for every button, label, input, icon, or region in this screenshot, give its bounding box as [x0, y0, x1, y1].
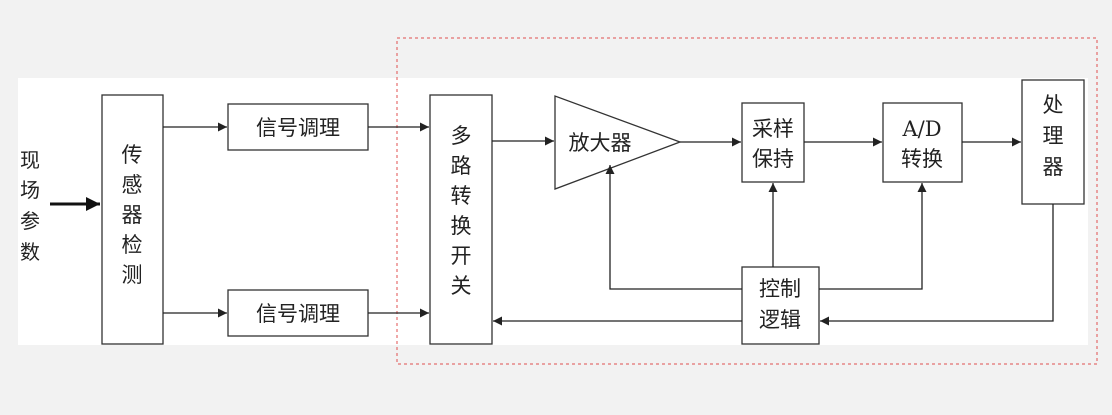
arrow-control-to-ad	[819, 183, 927, 290]
multiplexer-label-char: 转	[451, 184, 472, 208]
input-label-char: 场	[20, 178, 40, 202]
sample-hold-block	[741, 102, 805, 183]
signal-conditioning-bottom-label: 信号调理	[256, 302, 340, 326]
multiplexer-label: 多 路 转 换 开 关	[451, 124, 472, 298]
amplifier-label: 放大器	[569, 131, 632, 155]
sample-hold-label-line: 采样	[752, 117, 794, 141]
ad-converter-block	[882, 102, 963, 183]
sensor-block	[101, 94, 164, 345]
sensor-label-char: 器	[122, 203, 143, 227]
multiplexer-label-char: 多	[451, 124, 472, 148]
ad-converter-label-line: A/D	[901, 117, 941, 141]
processor-block	[1021, 79, 1085, 205]
control-logic-label-line: 逻辑	[759, 308, 801, 332]
input-label-char: 数	[20, 240, 40, 264]
sensor-label-char: 检	[122, 233, 143, 257]
processor-label-char: 理	[1043, 124, 1064, 148]
amplifier-triangle	[554, 95, 682, 190]
multiplexer-label-char: 路	[451, 154, 472, 178]
input-label-char: 参	[20, 209, 40, 233]
sensor-label-char: 测	[122, 263, 143, 287]
arrow-processor-to-control	[820, 204, 1054, 326]
signal-conditioning-top-label: 信号调理	[256, 116, 340, 140]
ad-converter-label-line: 转换	[901, 147, 943, 171]
multiplexer-label-char: 关	[451, 274, 472, 298]
control-logic-label-line: 控制	[759, 277, 801, 301]
multiplexer-block	[429, 94, 493, 345]
multiplexer-label-char: 换	[451, 214, 472, 238]
sample-hold-label-line: 保持	[752, 147, 794, 171]
processor-label-char: 处	[1043, 93, 1064, 117]
control-logic-block	[741, 266, 820, 345]
input-label-char: 现	[20, 148, 40, 172]
signal-conditioning-top-block	[227, 103, 369, 151]
signal-conditioning-bottom-block	[227, 289, 369, 337]
sensor-label-char: 感	[122, 173, 143, 197]
sensor-label: 传 感 器 检 测	[122, 143, 143, 287]
sensor-label-char: 传	[122, 143, 143, 167]
multiplexer-label-char: 开	[451, 244, 472, 268]
processor-label-char: 器	[1043, 155, 1064, 179]
dashed-region-border	[396, 37, 1098, 365]
input-label: 现 场 参 数	[20, 148, 40, 264]
arrow-control-to-amplifier	[605, 165, 742, 290]
